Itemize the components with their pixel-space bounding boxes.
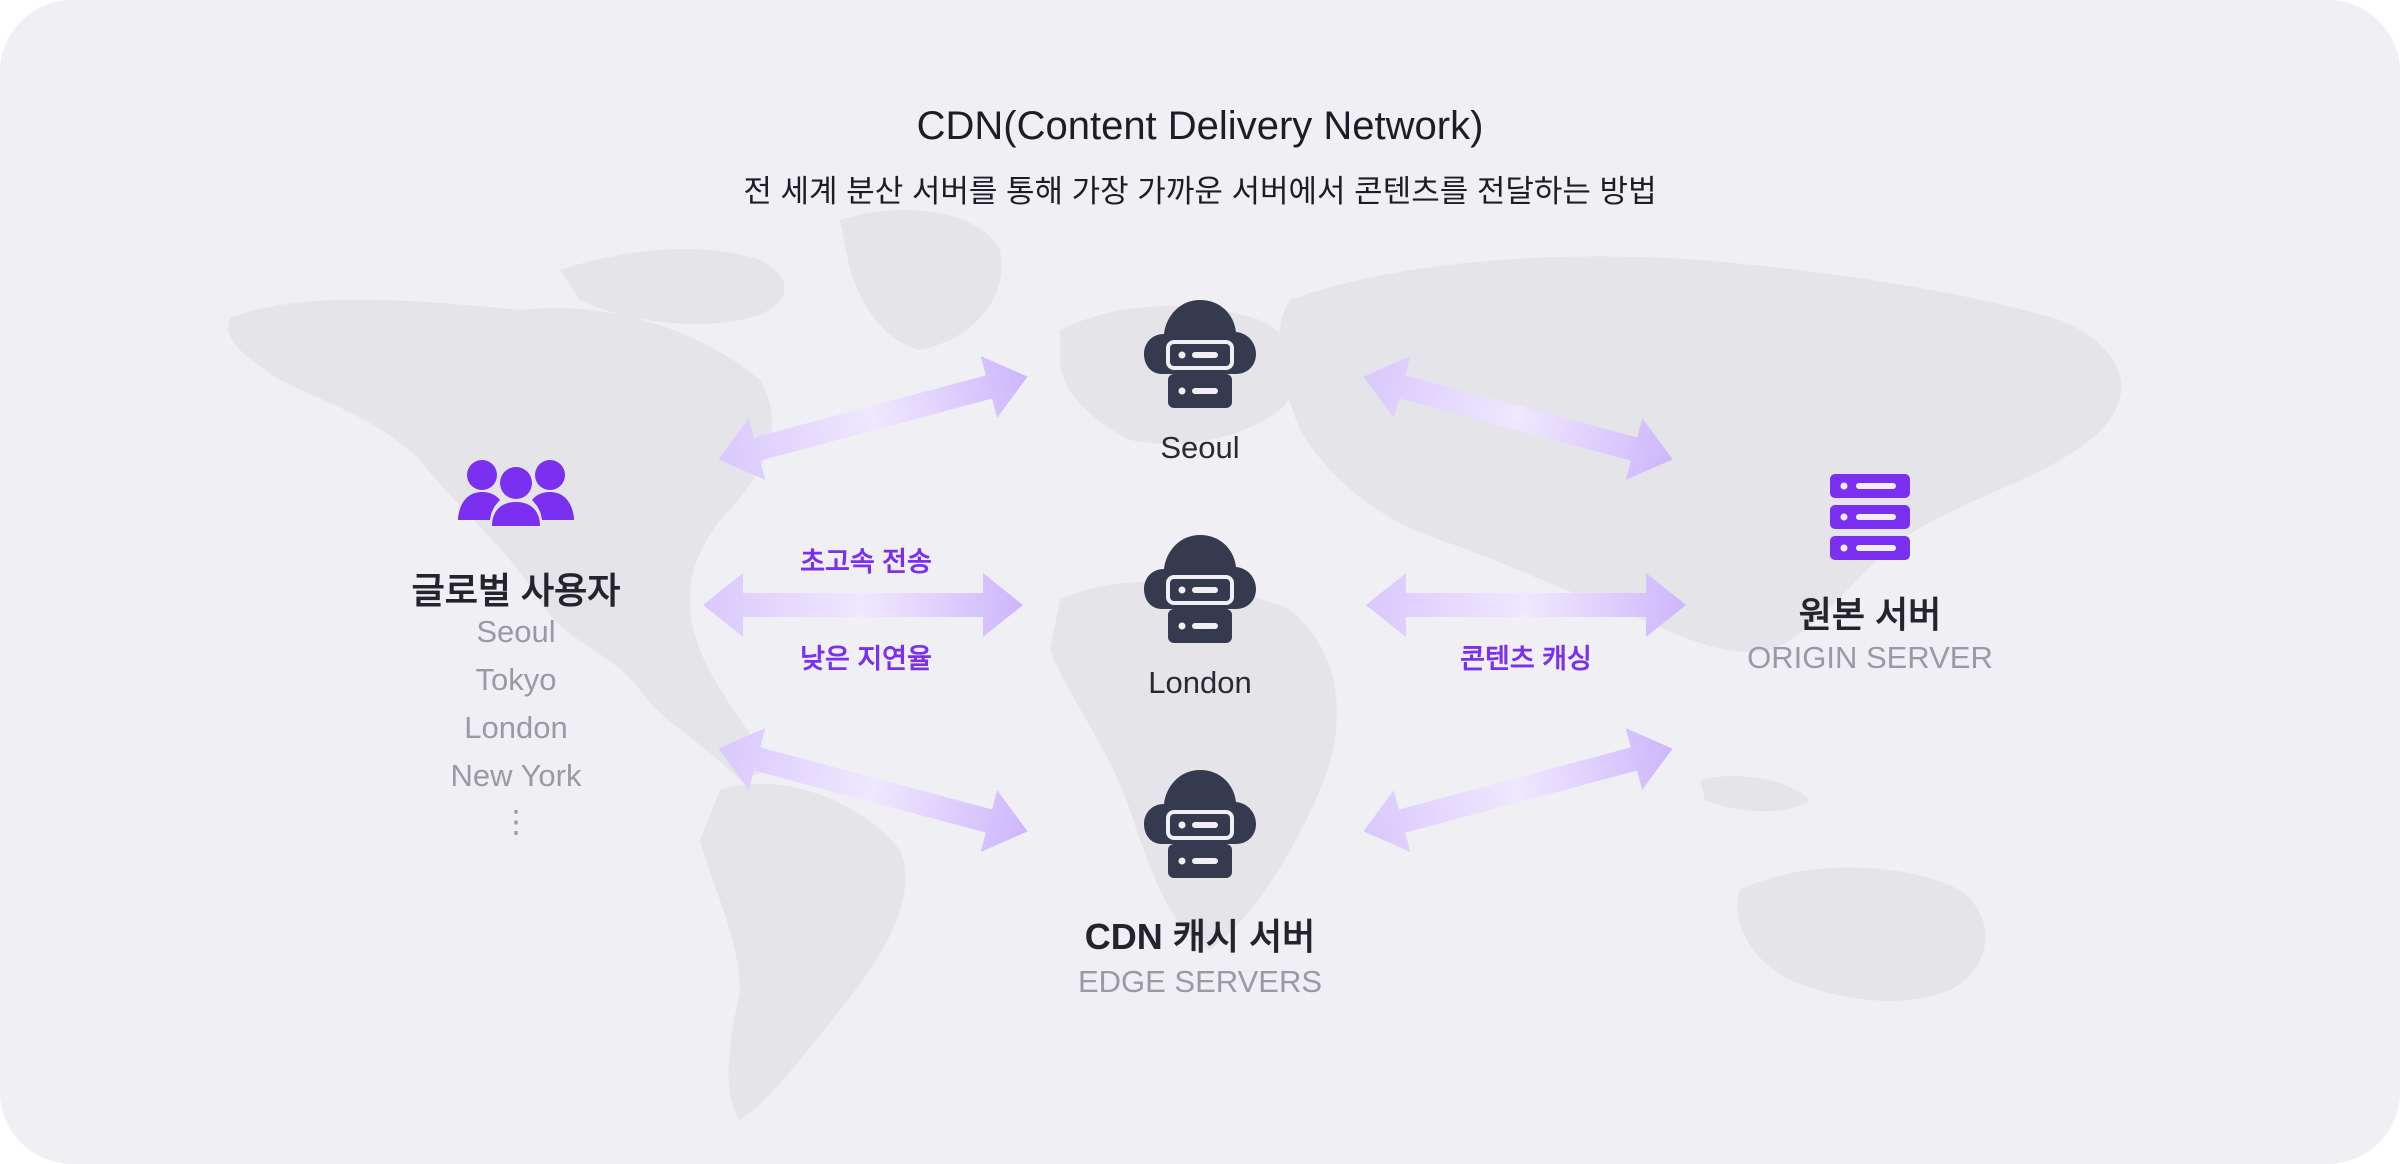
arrow-edge3-origin <box>1355 717 1681 863</box>
cloud-server-icon-london <box>1144 535 1256 643</box>
user-city-4: New York <box>450 758 582 793</box>
edge-title: CDN 캐시 서버 <box>1084 916 1316 957</box>
arrow-users-edge3 <box>710 717 1036 863</box>
cloud-server-icon-edge3 <box>1144 770 1256 878</box>
label-fast-transfer: 초고속 전송 <box>800 547 932 577</box>
cloud-server-icon-seoul <box>1144 300 1256 408</box>
user-city-more: ⋮ <box>500 804 532 839</box>
arrow-users-seoul <box>710 345 1036 491</box>
edge-node-label-london: London <box>1148 665 1252 700</box>
origin-subtitle: ORIGIN SERVER <box>1747 640 1993 675</box>
arrow-london-origin <box>1366 573 1686 637</box>
edge-subtitle: EDGE SERVERS <box>1077 964 1323 999</box>
server-stack-icon <box>1830 474 1910 560</box>
label-content-caching: 콘텐츠 캐싱 <box>1460 644 1592 674</box>
arrow-seoul-origin <box>1355 345 1681 491</box>
origin-title: 원본 서버 <box>1798 594 1942 635</box>
user-city-3: London <box>464 710 568 745</box>
page-title: CDN(Content Delivery Network) <box>916 104 1484 148</box>
user-city-1: Seoul <box>476 614 556 649</box>
edge-node-label-seoul: Seoul <box>1160 430 1240 465</box>
label-low-latency: 낮은 지연율 <box>800 644 932 674</box>
arrow-users-london <box>703 573 1023 637</box>
user-city-2: Tokyo <box>475 662 557 697</box>
users-title: 글로벌 사용자 <box>411 570 621 611</box>
page-subtitle: 전 세계 분산 서버를 통해 가장 가까운 서버에서 콘텐츠를 전달하는 방법 <box>743 174 1657 209</box>
users-group-icon <box>458 460 574 526</box>
